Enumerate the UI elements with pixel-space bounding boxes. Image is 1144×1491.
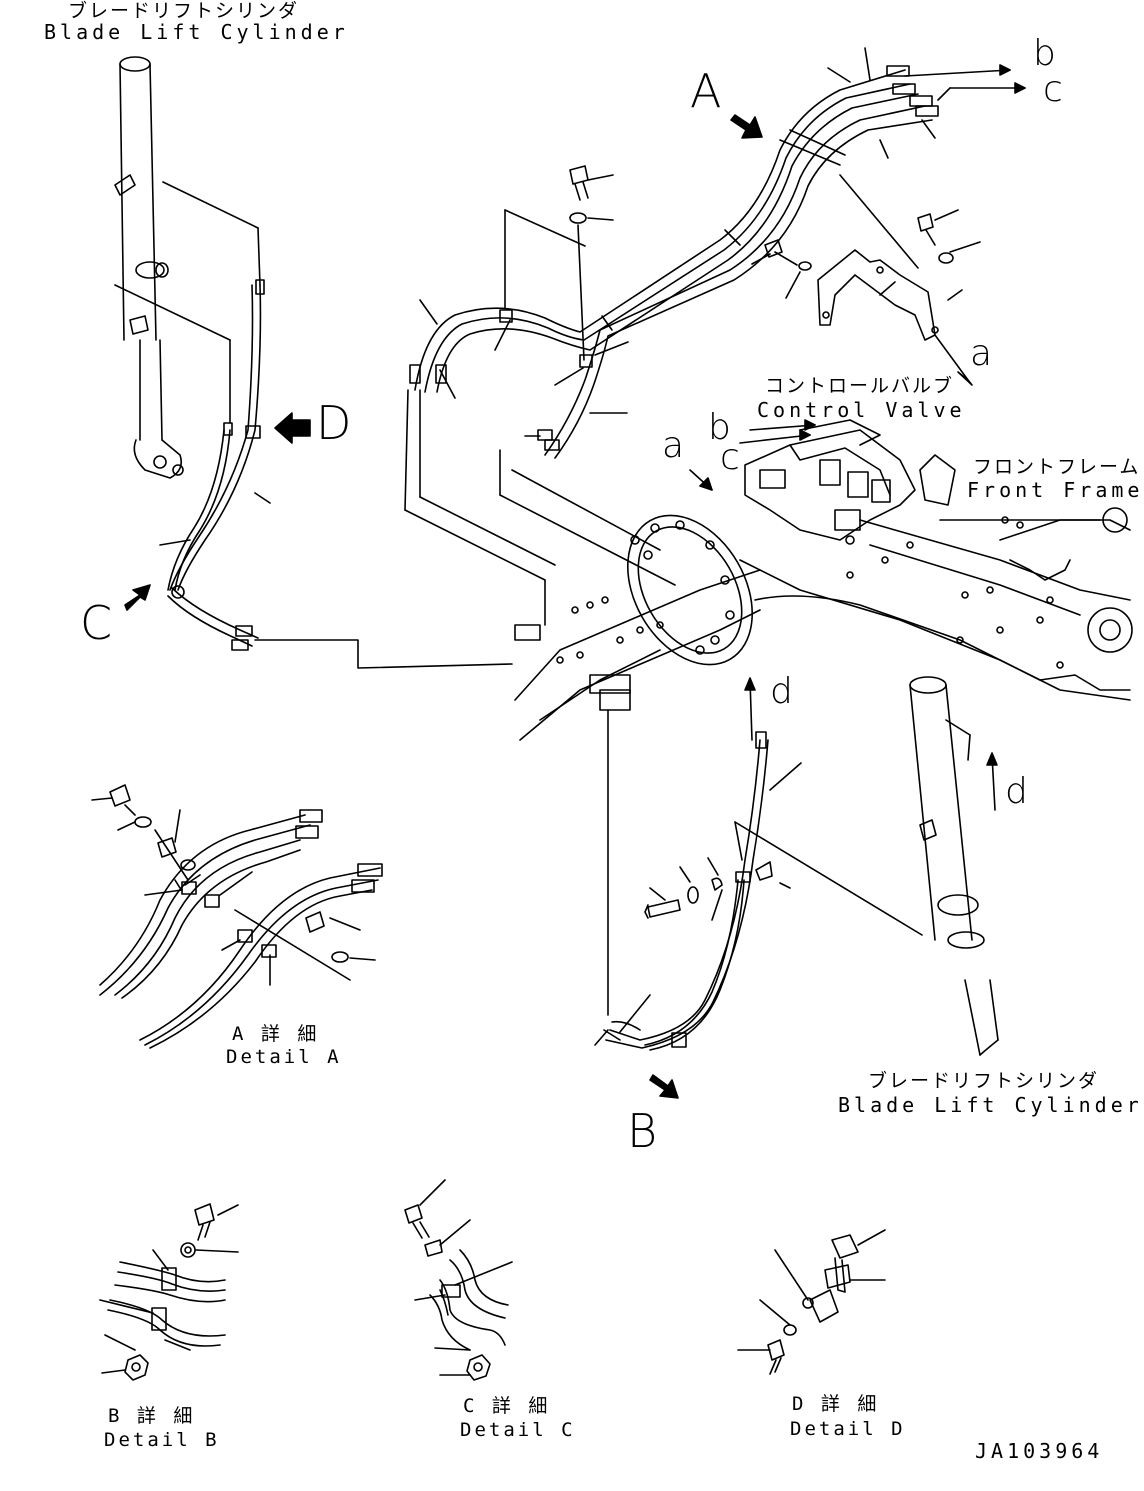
center-hose-bundle [409, 65, 939, 459]
connection-d-cylinder: d [1005, 771, 1028, 812]
detail-b-caption-en: Detail B [104, 1429, 220, 1451]
right-blade-lift-cylinder [909, 676, 999, 1056]
detail-a-caption-jp: A 詳 細 [232, 1023, 320, 1045]
d-arrows [744, 677, 998, 811]
view-label-b: B [627, 1104, 658, 1158]
rear-frame [404, 389, 761, 1016]
right-cylinder-label-en: Blade Lift Cylinder [838, 1093, 1143, 1117]
connection-d-hose: d [770, 671, 793, 712]
control-valve-label-en: Control Valve [757, 398, 966, 422]
detail-b-drawing [99, 1203, 239, 1381]
swing-circle [627, 514, 753, 666]
part-leaders-center [419, 47, 936, 437]
view-a-arrow [730, 114, 763, 139]
view-label-c: C [80, 596, 113, 650]
view-c-arrow [124, 584, 151, 611]
front-frame [739, 454, 1133, 701]
view-label-d: D [316, 396, 352, 450]
detail-d-caption-en: Detail D [790, 1418, 906, 1440]
detail-d-caption-jp: D 詳 細 [792, 1393, 880, 1415]
detail-c-drawing [404, 1179, 513, 1381]
clamp-hardware [644, 857, 791, 921]
left-cylinder-hoses [114, 279, 271, 651]
left-cylinder-label-jp: ブレードリフトシリンダ [68, 0, 300, 22]
view-b-arrow [649, 1074, 679, 1099]
front-frame-label-en: Front Frame [967, 478, 1144, 502]
drawing-number: JA103964 [975, 1439, 1104, 1463]
connection-c-top: c [1043, 69, 1063, 110]
right-cylinder-label-jp: ブレードリフトシリンダ [868, 1070, 1100, 1092]
control-valve-label-jp: コントロールバルブ [765, 375, 955, 397]
detail-c-caption-jp: C 詳 細 [463, 1395, 551, 1417]
front-frame-label-jp: フロントフレーム [973, 456, 1141, 478]
left-blade-lift-cylinder [114, 56, 261, 479]
connection-b-valve: b [708, 407, 731, 448]
view-d-arrow [274, 412, 311, 444]
connection-b-top: b [1033, 33, 1056, 74]
detail-b-caption-jp: B 詳 細 [108, 1405, 196, 1427]
detail-c-caption-en: Detail C [460, 1419, 576, 1441]
top-bolts [569, 165, 981, 361]
bracket [817, 174, 973, 386]
left-cylinder-label-en: Blade Lift Cylinder [44, 20, 349, 44]
leader-c-frame [254, 639, 513, 669]
connection-a-bracket: a [970, 333, 993, 374]
detail-d-drawing [737, 1229, 886, 1375]
connection-a-valve: a [662, 425, 685, 466]
right-cylinder-hoses [594, 731, 923, 1051]
control-valve [689, 419, 916, 545]
detail-a-caption-en: Detail A [226, 1046, 342, 1068]
view-label-a: A [690, 64, 722, 118]
detail-a-drawing [91, 784, 383, 1049]
connection-c-valve: c [720, 437, 740, 478]
b-c-arrows-top [904, 64, 1026, 101]
